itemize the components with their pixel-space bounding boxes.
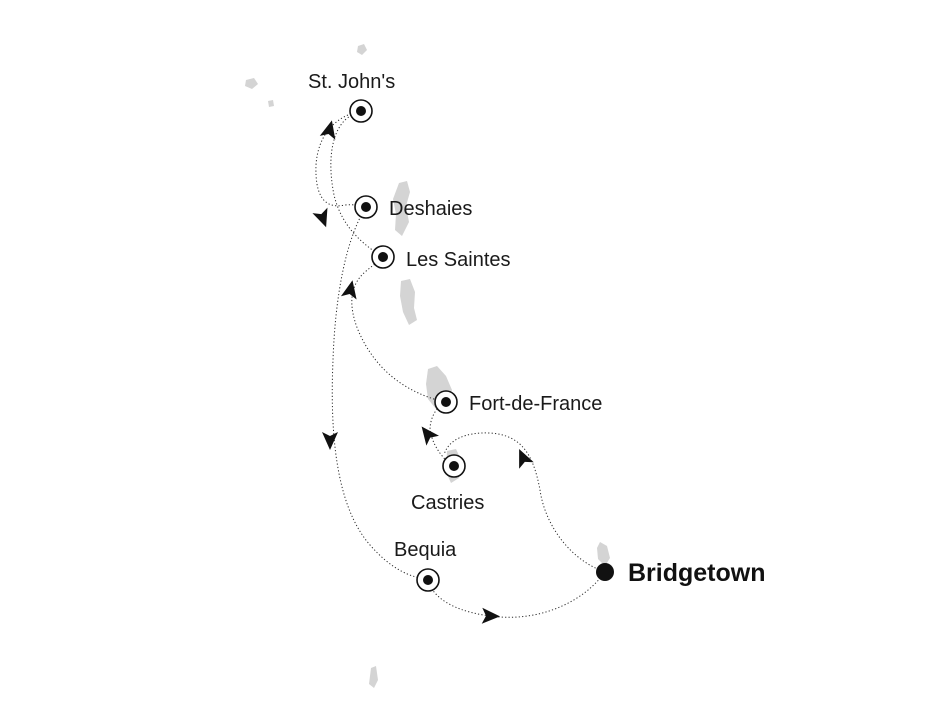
port-marker-deshaies[interactable] bbox=[354, 195, 378, 219]
port-label-bequia: Bequia bbox=[394, 539, 457, 561]
island-nevis bbox=[245, 78, 258, 89]
route-les-saintes-st-johns bbox=[330, 110, 384, 258]
route-lines bbox=[315, 110, 606, 618]
route-bequia-bridgetown bbox=[427, 571, 606, 618]
port-marker-st-johns[interactable] bbox=[349, 99, 373, 123]
home-port-marker[interactable] bbox=[596, 563, 614, 581]
island-dominica bbox=[400, 279, 417, 325]
port-label-deshaies: Deshaies bbox=[389, 198, 472, 220]
port-label-st-johns: St. John's bbox=[308, 71, 395, 93]
port-labels: St. John's Deshaies Les Saintes Fort-de-… bbox=[308, 71, 766, 587]
direction-arrow-icon bbox=[481, 607, 500, 624]
port-label-castries: Castries bbox=[411, 492, 484, 514]
port-marker-fort-de-france[interactable] bbox=[434, 390, 458, 414]
route-arrows bbox=[312, 120, 534, 624]
island-barbuda bbox=[357, 44, 367, 55]
port-marker-bequia[interactable] bbox=[416, 568, 440, 592]
port-markers bbox=[349, 99, 614, 592]
direction-arrow-icon bbox=[519, 449, 534, 469]
home-port-label: Bridgetown bbox=[628, 559, 766, 587]
direction-arrow-icon bbox=[340, 280, 357, 300]
route-fort-de-france-les-saintes bbox=[351, 256, 445, 403]
port-marker-castries[interactable] bbox=[442, 454, 466, 478]
port-label-fort-de-france: Fort-de-France bbox=[469, 393, 602, 415]
route-bridgetown-fort-de-france bbox=[443, 432, 606, 573]
island-grenada bbox=[369, 666, 378, 688]
direction-arrow-icon bbox=[312, 207, 328, 228]
direction-arrow-icon bbox=[421, 426, 439, 446]
direction-arrow-icon bbox=[319, 120, 336, 140]
port-marker-les-saintes[interactable] bbox=[371, 245, 395, 269]
direction-arrow-icon bbox=[322, 432, 338, 450]
port-label-les-saintes: Les Saintes bbox=[406, 249, 511, 271]
island-barbados bbox=[597, 542, 610, 566]
island-guadeloupe bbox=[393, 181, 410, 236]
island-montserrat bbox=[268, 100, 274, 107]
